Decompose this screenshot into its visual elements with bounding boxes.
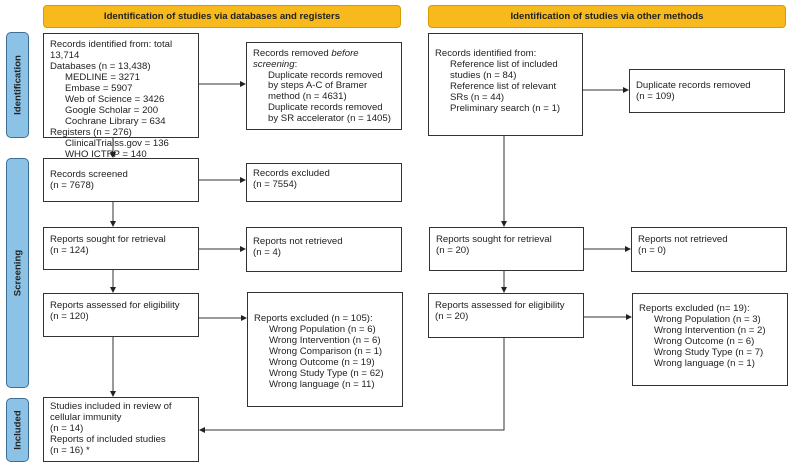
text: (n = 120) [50, 311, 89, 322]
text: Wrong Comparison (n = 1) [269, 346, 383, 357]
other-reports-sought-box: Reports sought for retrieval(n = 20) [429, 227, 584, 271]
text: Reports of included studies [50, 434, 166, 445]
text: Reports not retrieved [253, 236, 343, 247]
text: Registers (n = 276) [50, 127, 132, 138]
text: Reports sought for retrieval [50, 234, 166, 245]
reports-sought-box: Reports sought for retrieval(n = 124) [43, 227, 199, 270]
phase-label: Included [12, 410, 23, 450]
records-excluded-box: Records excluded(n = 7554) [246, 163, 402, 202]
text: (n = 7678) [50, 180, 95, 191]
text: Wrong language (n = 11) [269, 379, 375, 390]
text: Wrong Study Type (n = 62) [269, 368, 384, 379]
text: Records identified from: total 13,714 [50, 39, 173, 61]
text: Records removed [253, 48, 332, 59]
reports-not-retrieved-box: Reports not retrieved(n = 4) [246, 227, 402, 272]
text: Wrong Population (n = 6) [269, 324, 376, 335]
text: Reports assessed for eligibility [50, 300, 180, 311]
reports-assessed-box: Reports assessed for eligibility(n = 120… [43, 293, 199, 337]
text: (n = 20) [435, 311, 469, 322]
text: Duplicate records removed [636, 80, 751, 91]
text: Reports assessed for eligibility [435, 300, 565, 311]
text: Wrong language (n = 1) [654, 358, 755, 369]
text: Reports excluded (n = 105): [254, 313, 373, 324]
phase-label: Screening [12, 249, 23, 297]
text: Studies included in review of cellular i… [50, 401, 172, 423]
text: Wrong Population (n = 3) [654, 314, 761, 325]
text: Reference list of included studies (n = … [450, 59, 558, 81]
text: Records identified from: [435, 48, 537, 59]
studies-included-box: Studies included in review of cellular i… [43, 397, 199, 462]
text: Embase = 5907 [65, 83, 133, 94]
other-records-identified-box: Records identified from: Reference list … [428, 33, 583, 136]
phase-screening: Screening [6, 158, 29, 388]
text: Records removed before screening: [253, 48, 359, 70]
header-databases: Identification of studies via databases … [43, 5, 401, 28]
text: (n = 20) [436, 245, 470, 256]
text: Reports excluded (n= 19): [639, 303, 750, 314]
header-other-methods: Identification of studies via other meth… [428, 5, 786, 28]
text: MEDLINE = 3271 [65, 72, 140, 83]
other-reports-not-retrieved-box: Reports not retrieved(n = 0) [631, 227, 787, 272]
text: Reports sought for retrieval [436, 234, 552, 245]
text: (n = 14) [50, 423, 84, 434]
phase-identification: Identification [6, 32, 29, 138]
text: Web of Science = 3426 [65, 94, 165, 105]
other-reports-assessed-box: Reports assessed for eligibility(n = 20) [428, 293, 584, 338]
text: (n = 4) [253, 247, 281, 258]
text: Wrong Intervention (n = 6) [269, 335, 381, 346]
text: (n = 7554) [253, 179, 298, 190]
text: Duplicate records removed by SR accelera… [268, 101, 391, 124]
records-identified-box: Records identified from: total 13,714 Da… [43, 33, 199, 160]
text: Cochrane Library = 634 [65, 116, 166, 127]
text: Records excluded [253, 168, 330, 179]
text: Wrong Study Type (n = 7) [654, 347, 764, 358]
text: (n = 0) [638, 245, 666, 256]
text: Reference list of relevant SRs (n = 44) [450, 81, 557, 103]
arrow [199, 337, 505, 433]
text: Duplicate records removed by steps A-C o… [268, 69, 383, 103]
phase-label: Identification [12, 55, 23, 115]
text: before screening [253, 48, 359, 70]
duplicate-removed-box: Duplicate records removed(n = 109) [629, 69, 785, 113]
records-removed-box: Records removed before screening: before… [246, 42, 402, 130]
other-reports-excluded-box: Reports excluded (n= 19): Wrong Populati… [632, 293, 788, 386]
text: Reports not retrieved [638, 234, 728, 245]
text: WHO ICTRP = 140 [65, 149, 147, 160]
text: (n = 16) * [50, 445, 90, 456]
text: Wrong Outcome (n = 19) [269, 357, 375, 368]
text: Records screened [50, 169, 128, 180]
text: (n = 109) [636, 91, 675, 102]
records-screened-box: Records screened(n = 7678) [43, 158, 199, 202]
text: (n = 124) [50, 245, 89, 256]
text: Google Scholar = 200 [65, 105, 159, 116]
text: Wrong Intervention (n = 2) [654, 325, 766, 336]
text: Wrong Outcome (n = 6) [654, 336, 755, 347]
text: Databases (n = 13,438) [50, 61, 151, 72]
text: ClinicalTrialss.gov = 136 [65, 138, 169, 149]
reports-excluded-box: Reports excluded (n = 105): Wrong Popula… [247, 292, 403, 407]
phase-included: Included [6, 398, 29, 462]
text: Preliminary search (n = 1) [450, 103, 561, 114]
